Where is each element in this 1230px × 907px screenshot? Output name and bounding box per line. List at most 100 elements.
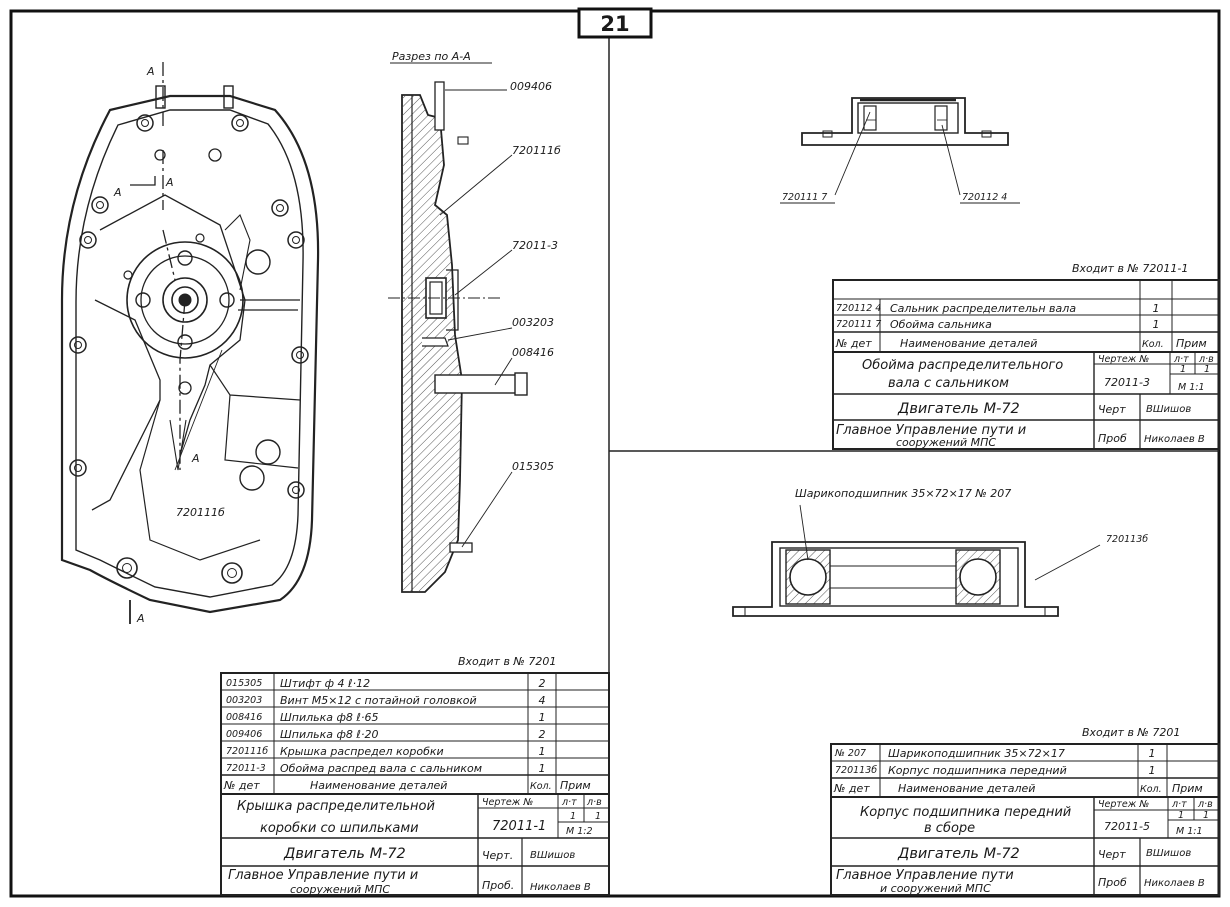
tr-sheets-label: л·в: [1198, 354, 1214, 365]
bearing-label: Шарикоподшипник 35×72×17 № 207: [795, 487, 1011, 500]
header-note: Прим: [560, 779, 591, 792]
table-cell: Штифт ф 4 ℓ·12: [280, 677, 370, 690]
br-title-1: Корпус подшипника передний: [860, 805, 1071, 820]
tr-sheets-total: 1: [1204, 364, 1210, 375]
table-cell: Шарикоподшипник 35×72×17: [888, 747, 1065, 760]
header-qty: Кол.: [530, 781, 552, 792]
header-name: Наименование деталей: [900, 337, 1037, 350]
header-note: Прим: [1172, 782, 1203, 795]
callout-003203: 003203: [512, 316, 554, 329]
left-sheet-no: 1: [570, 811, 576, 822]
page-number: 21: [600, 12, 629, 36]
tr-title-1: Обойма распределительного: [862, 358, 1063, 373]
header-num: № дет: [835, 337, 872, 350]
table-cell: № 207: [834, 748, 866, 759]
callout-720112-4: 720112 4: [962, 192, 1007, 203]
left-engine: Двигатель М-72: [283, 846, 406, 862]
table-cell: 720113б: [835, 765, 877, 776]
callout-009406: 009406: [510, 80, 552, 93]
header-name: Наименование деталей: [310, 779, 447, 792]
br-sheet-label: л·т: [1171, 799, 1187, 810]
table-cell: Обойма сальника: [890, 318, 992, 331]
table-cell: Сальник распределительн вала: [890, 302, 1076, 315]
table-cell: 4: [539, 694, 546, 707]
br-sheets-label: л·в: [1197, 799, 1213, 810]
callout-720113b: 720113б: [1106, 534, 1148, 545]
table-cell: 1: [1149, 747, 1156, 760]
left-sheets-label: л·в: [586, 797, 602, 808]
br-drawn-label: Черт: [1098, 848, 1126, 861]
header-num: № дет: [223, 779, 260, 792]
br-sheets-total: 1: [1203, 810, 1209, 821]
cover-plan-view: [60, 62, 320, 624]
table-cell: 1: [539, 745, 546, 758]
br-checked-label: Проб: [1098, 876, 1127, 889]
table-cell: 1: [1149, 764, 1156, 777]
section-mark-3: А: [165, 176, 174, 189]
br-drawing-no: 72011-5: [1104, 820, 1150, 833]
table-cell: 720111б: [226, 746, 268, 757]
table-cell: 1: [1153, 302, 1160, 315]
left-title-1: Крышка распределительной: [237, 799, 435, 814]
section-mark-1: А: [146, 65, 155, 78]
table-cell: 1: [1153, 318, 1160, 331]
page-number-box: 21: [577, 7, 653, 39]
left-drawn-label: Черт.: [482, 849, 513, 862]
header-name: Наименование деталей: [898, 782, 1035, 795]
tr-drawn-by: ВШишов: [1146, 404, 1191, 415]
table-cell: 72011-3: [226, 763, 266, 774]
section-mark-2: А: [113, 186, 122, 199]
table-cell: 1: [539, 711, 546, 724]
section-view-title: Разрез по А-А: [392, 50, 471, 63]
tr-applies-to: Входит в № 72011-1: [1072, 262, 1188, 275]
br-sheet-no: 1: [1178, 810, 1184, 821]
cover-part-label: 720111б: [176, 506, 225, 519]
table-cell: 008416: [226, 712, 262, 723]
tr-drawing-no: 72011-3: [1104, 376, 1150, 389]
br-engine: Двигатель М-72: [897, 846, 1020, 862]
br-checked-by: Николаев В: [1144, 878, 1205, 889]
left-sheets-total: 1: [595, 811, 601, 822]
table-cell: 015305: [226, 678, 262, 689]
tr-drawn-label: Черт: [1098, 403, 1126, 416]
tr-checked-label: Проб: [1098, 432, 1127, 445]
callout-008416: 008416: [512, 346, 554, 359]
left-applies-to: Входит в № 7201: [458, 655, 556, 668]
left-scale: М 1:2: [566, 826, 593, 837]
header-qty: Кол.: [1142, 339, 1164, 350]
section-mark-4: А: [191, 452, 200, 465]
section-mark-5: А: [136, 612, 145, 625]
callout-720111-7: 720111 7: [782, 192, 827, 203]
br-scale: М 1:1: [1176, 826, 1203, 837]
callout-720111b: 720111б: [512, 144, 561, 157]
section-a-a-view: [388, 81, 528, 593]
left-title-block: [220, 672, 610, 896]
tr-org-1: Главное Управление пути и: [836, 423, 1026, 438]
table-cell: 009406: [226, 729, 262, 740]
header-note: Прим: [1176, 337, 1207, 350]
tr-sheet-no: 1: [1180, 364, 1186, 375]
table-cell: Винт М5×12 с потайной головкой: [280, 694, 477, 707]
bearing-housing-view: [732, 504, 1101, 617]
tr-engine: Двигатель М-72: [897, 401, 1020, 417]
table-cell: 2: [539, 728, 546, 741]
br-org-2: и сооружений МПС: [880, 882, 991, 895]
tr-scale: М 1:1: [1178, 382, 1205, 393]
br-applies-to: Входит в № 7201: [1082, 726, 1180, 739]
left-drawn-by: ВШишов: [530, 850, 575, 861]
tr-parts-rows: 720112 4 Сальник распределительн вала 1 …: [835, 302, 1207, 350]
tr-drawing-label: Чертеж №: [1098, 354, 1149, 365]
br-parts-rows: № 207 Шарикоподшипник 35×72×17 1 720113б…: [833, 747, 1203, 795]
br-drawn-by: ВШишов: [1146, 848, 1191, 859]
left-org-2: сооружений МПС: [290, 883, 390, 896]
left-parts-rows: 015305 Штифт ф 4 ℓ·12 2 003203 Винт М5×1…: [223, 677, 591, 792]
seal-housing-view: [780, 97, 1020, 204]
tr-sheet-label: л·т: [1173, 354, 1189, 365]
left-checked-label: Проб.: [482, 879, 514, 892]
callout-015305: 015305: [512, 460, 554, 473]
table-cell: 2: [539, 677, 546, 690]
header-qty: Кол.: [1140, 784, 1162, 795]
tr-title-2: вала с сальником: [888, 376, 1009, 391]
br-title-block: [830, 743, 1220, 896]
